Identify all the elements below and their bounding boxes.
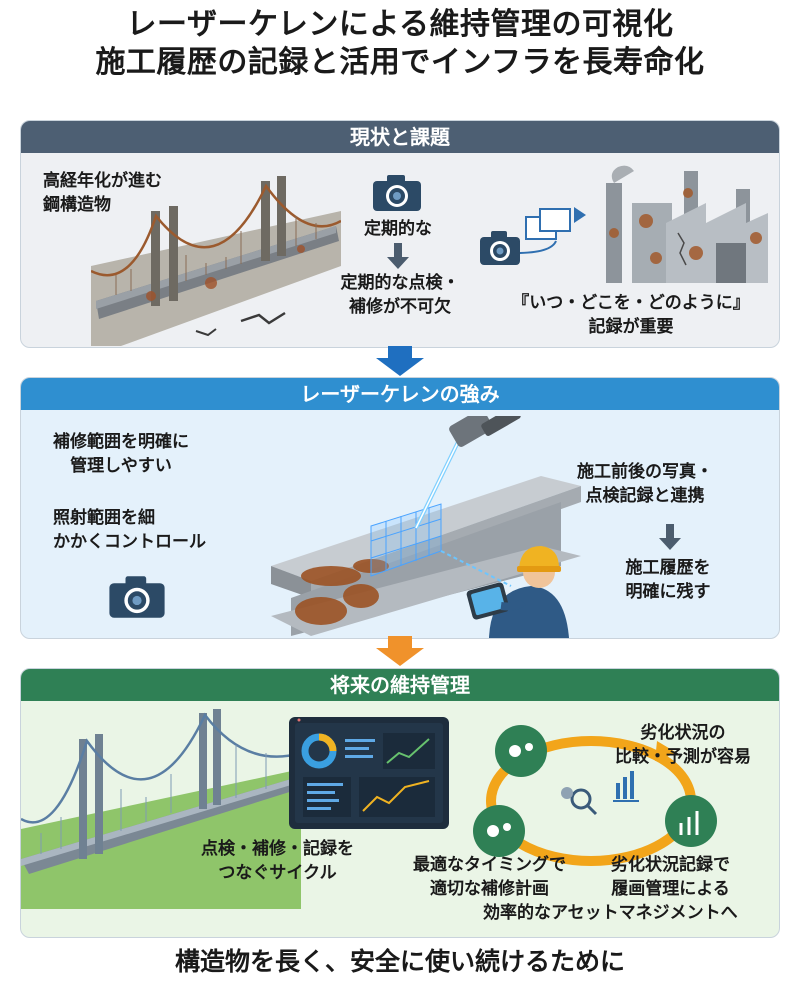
footer-message: 構造物を長く、安全に使い続けるために — [174, 947, 625, 976]
title-line-1: レーザーケレンによる維持管理の可視化 — [126, 7, 674, 42]
aging-structure-label: 高経年化が進む 鋼構造物 — [43, 171, 162, 215]
dashboard-illustration — [289, 717, 449, 829]
periodic-label: 定期的な — [364, 219, 432, 239]
camera-icon — [109, 576, 165, 618]
arrow-down-icon — [376, 636, 424, 666]
arrow-down-icon — [376, 346, 424, 376]
worker-with-tablet-illustration — [466, 546, 569, 638]
record-importance-label: 『いつ・どこを・どのように』 記録が重要 — [512, 293, 750, 337]
future-maintenance-heading: 将来の維持管理 — [21, 669, 779, 701]
chart-icon — [613, 771, 639, 802]
repair-scope-label: 補修範囲を明確に 管理しやすい — [53, 432, 189, 476]
title-line-2: 施工履歴の記録と活用でインフラを長寿命化 — [95, 45, 705, 80]
laser-cleaning-illustration — [271, 416, 581, 636]
page-title: レーザーケレンによる維持管理の可視化 施工履歴の記録と活用でインフラを長寿命化 — [0, 6, 800, 82]
history-record-label: 施工履歴を 明確に残す — [625, 558, 711, 602]
aging-bridge-illustration — [91, 176, 341, 346]
laser-strength-heading: レーザーケレンの強み — [21, 378, 779, 410]
history-management-label: 劣化状況記録で 履画管理による — [611, 855, 730, 899]
arrow-down-icon — [387, 243, 409, 269]
asset-management-label: 効率的なアセットマネジメントへ — [483, 903, 738, 923]
arrow-down-icon — [659, 524, 681, 550]
cycle-label: 点検・補修・記録を つなぐサイクル — [201, 839, 354, 883]
chart-icon — [665, 795, 717, 847]
modern-bridge-illustration — [21, 709, 301, 909]
future-maintenance-panel: 将来の維持管理 点検・補修・記録を つなぐサイクル — [20, 668, 780, 938]
laser-strength-panel: レーザーケレンの強み 補修範囲を明確に 管理しやすい 照射範囲を細 かかくコント… — [20, 377, 780, 639]
current-issues-heading: 現状と課題 — [21, 121, 779, 153]
timing-label: 最適なタイミングで 適切な補修計画 — [413, 855, 566, 899]
magnifier-icon — [561, 787, 598, 816]
inspection-label: 定期的な点検・ 補修が不可欠 — [340, 273, 460, 317]
comparison-label: 劣化状況の 比較・予測が容易 — [615, 723, 751, 767]
aging-plant-illustration — [606, 165, 768, 283]
camera-icon — [373, 175, 421, 211]
photo-link-label: 施工前後の写真・ 点検記録と連携 — [577, 462, 713, 506]
irradiation-control-label: 照射範囲を細 かかくコントロール — [53, 508, 206, 552]
maintenance-cycle-diagram — [473, 725, 717, 866]
current-issues-panel: 現状と課題 高経年化が進む 鋼構造物 定期的な — [20, 120, 780, 348]
photo-flow-illustration — [480, 207, 586, 265]
